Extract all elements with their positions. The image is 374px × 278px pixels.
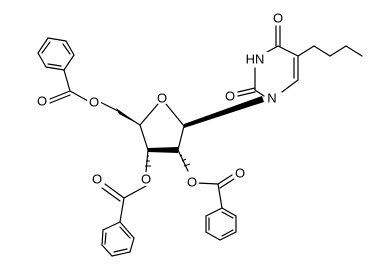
bz3-carbonyl-oxygen-label: O [92, 172, 102, 187]
ring-oxygen-label: O [157, 91, 167, 106]
uracil-n1-label: N [267, 91, 276, 106]
bz3-ester-oxygen-label: O [141, 172, 151, 187]
stereo-bond-layer [116, 96, 264, 167]
bz2-carbonyl-oxygen-label: O [235, 166, 245, 181]
uracil-c4-oxygen-label: O [273, 11, 283, 26]
bz2-ester-oxygen-label: O [187, 175, 197, 190]
uracil-c2-oxygen-label: O [225, 89, 235, 104]
bz5-ester-oxygen-label: O [89, 95, 99, 110]
atom-label-layer: O O O O O O O HN N O O [35, 11, 285, 190]
bond-layer [37, 25, 363, 257]
bz5-carbonyl-oxygen-label: O [37, 94, 47, 109]
uracil-nh-label: HN [246, 52, 265, 67]
